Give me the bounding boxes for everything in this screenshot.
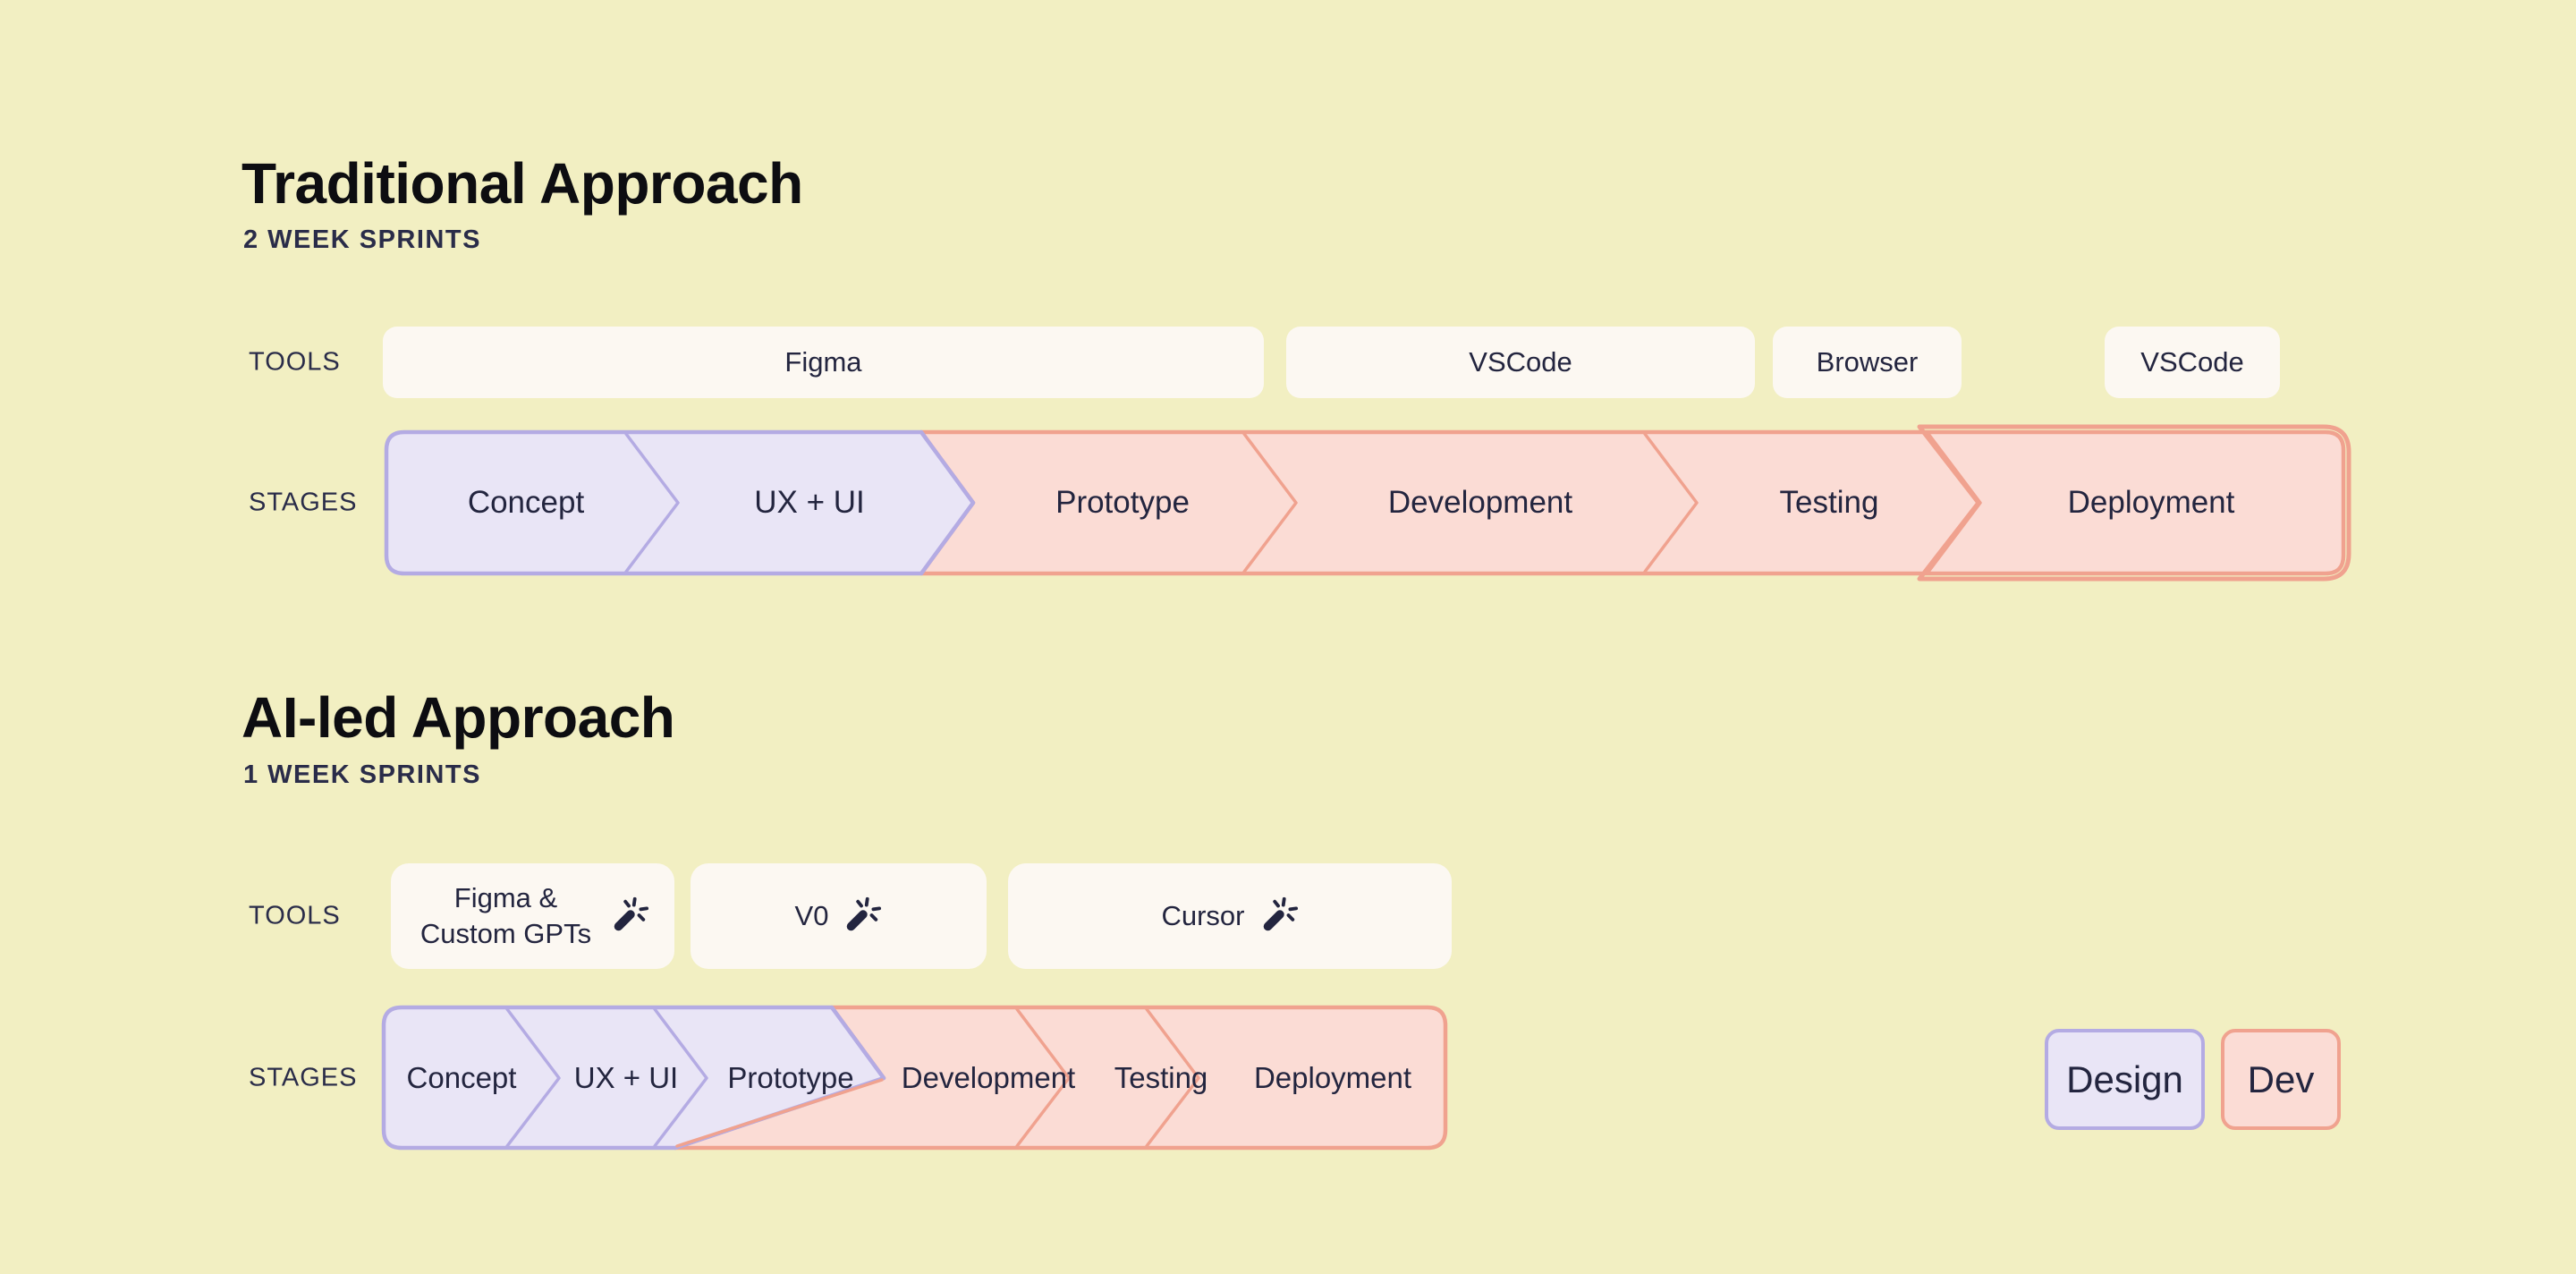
ai-design-band-shape bbox=[381, 1005, 886, 1151]
traditional-subtitle: 2 WEEK SPRINTS bbox=[243, 225, 481, 254]
tool-card-label: V0 bbox=[794, 899, 829, 931]
tool-card-browser: Browser bbox=[1773, 327, 1962, 398]
stage-concept: Concept bbox=[406, 1061, 517, 1094]
legend-dev-label: Dev bbox=[2247, 1057, 2315, 1100]
traditional-deployment-outline bbox=[1917, 424, 2351, 582]
tool-card-v0: V0 bbox=[691, 863, 987, 969]
stage-testing: Testing bbox=[1779, 485, 1879, 520]
tool-card-vscode-2: VSCode bbox=[2105, 327, 2280, 398]
ai-subtitle: 1 WEEK SPRINTS bbox=[243, 760, 481, 789]
traditional-stages-label: STAGES bbox=[249, 488, 358, 517]
stage-prototype: Prototype bbox=[727, 1061, 854, 1094]
tool-card-label: Figma & Custom GPTs bbox=[419, 881, 592, 949]
traditional-tools-label: TOOLS bbox=[249, 347, 341, 377]
tool-card-figma-custom-gpts: Figma & Custom GPTs bbox=[391, 863, 674, 969]
magic-wand-icon bbox=[614, 896, 648, 931]
stage-concept: Concept bbox=[467, 485, 585, 520]
ai-separator-ux-prototype bbox=[653, 1007, 708, 1148]
ai-separator-concept-ux bbox=[505, 1007, 561, 1148]
ai-prototype-handoff-edge bbox=[675, 1078, 884, 1148]
tool-card-vscode: VSCode bbox=[1286, 327, 1755, 398]
legend-design-chip: Design bbox=[2045, 1029, 2205, 1130]
ai-title: AI-led Approach bbox=[242, 685, 675, 750]
ai-dev-band-shape bbox=[673, 1005, 1448, 1151]
stage-development: Development bbox=[1387, 485, 1573, 520]
tool-card-label: Cursor bbox=[1161, 899, 1245, 931]
legend-design-label: Design bbox=[2066, 1057, 2183, 1100]
legend-dev-chip: Dev bbox=[2221, 1029, 2341, 1130]
traditional-title: Traditional Approach bbox=[242, 151, 803, 216]
traditional-design-band-shape bbox=[384, 429, 976, 576]
ai-separator-development-testing bbox=[1015, 1007, 1071, 1148]
ai-tools-label: TOOLS bbox=[249, 901, 341, 930]
ai-separator-testing-deployment bbox=[1145, 1007, 1200, 1148]
stage-deployment: Deployment bbox=[2067, 485, 2235, 520]
stage-testing: Testing bbox=[1114, 1061, 1208, 1094]
stage-development: Development bbox=[901, 1061, 1076, 1094]
traditional-dev-band-shape bbox=[919, 429, 2346, 576]
stage-deployment: Deployment bbox=[1253, 1061, 1412, 1094]
stage-ux-ui: UX + UI bbox=[754, 485, 865, 520]
tool-card-label: VSCode bbox=[1469, 345, 1572, 378]
traditional-separator-prototype-development bbox=[1242, 432, 1298, 573]
tool-card-label: Figma bbox=[784, 345, 862, 378]
ai-stages-label: STAGES bbox=[249, 1063, 358, 1092]
traditional-separator-development-testing bbox=[1643, 432, 1699, 573]
tool-card-label: Browser bbox=[1816, 345, 1919, 378]
stage-ux-ui: UX + UI bbox=[573, 1061, 679, 1094]
stage-prototype: Prototype bbox=[1055, 485, 1190, 520]
tool-card-figma: Figma bbox=[383, 327, 1264, 398]
magic-wand-icon bbox=[1263, 896, 1298, 931]
traditional-separator-concept-ux bbox=[624, 432, 680, 573]
tool-card-cursor: Cursor bbox=[1008, 863, 1452, 969]
magic-wand-icon bbox=[847, 896, 882, 931]
tool-card-label: VSCode bbox=[2140, 345, 2244, 378]
